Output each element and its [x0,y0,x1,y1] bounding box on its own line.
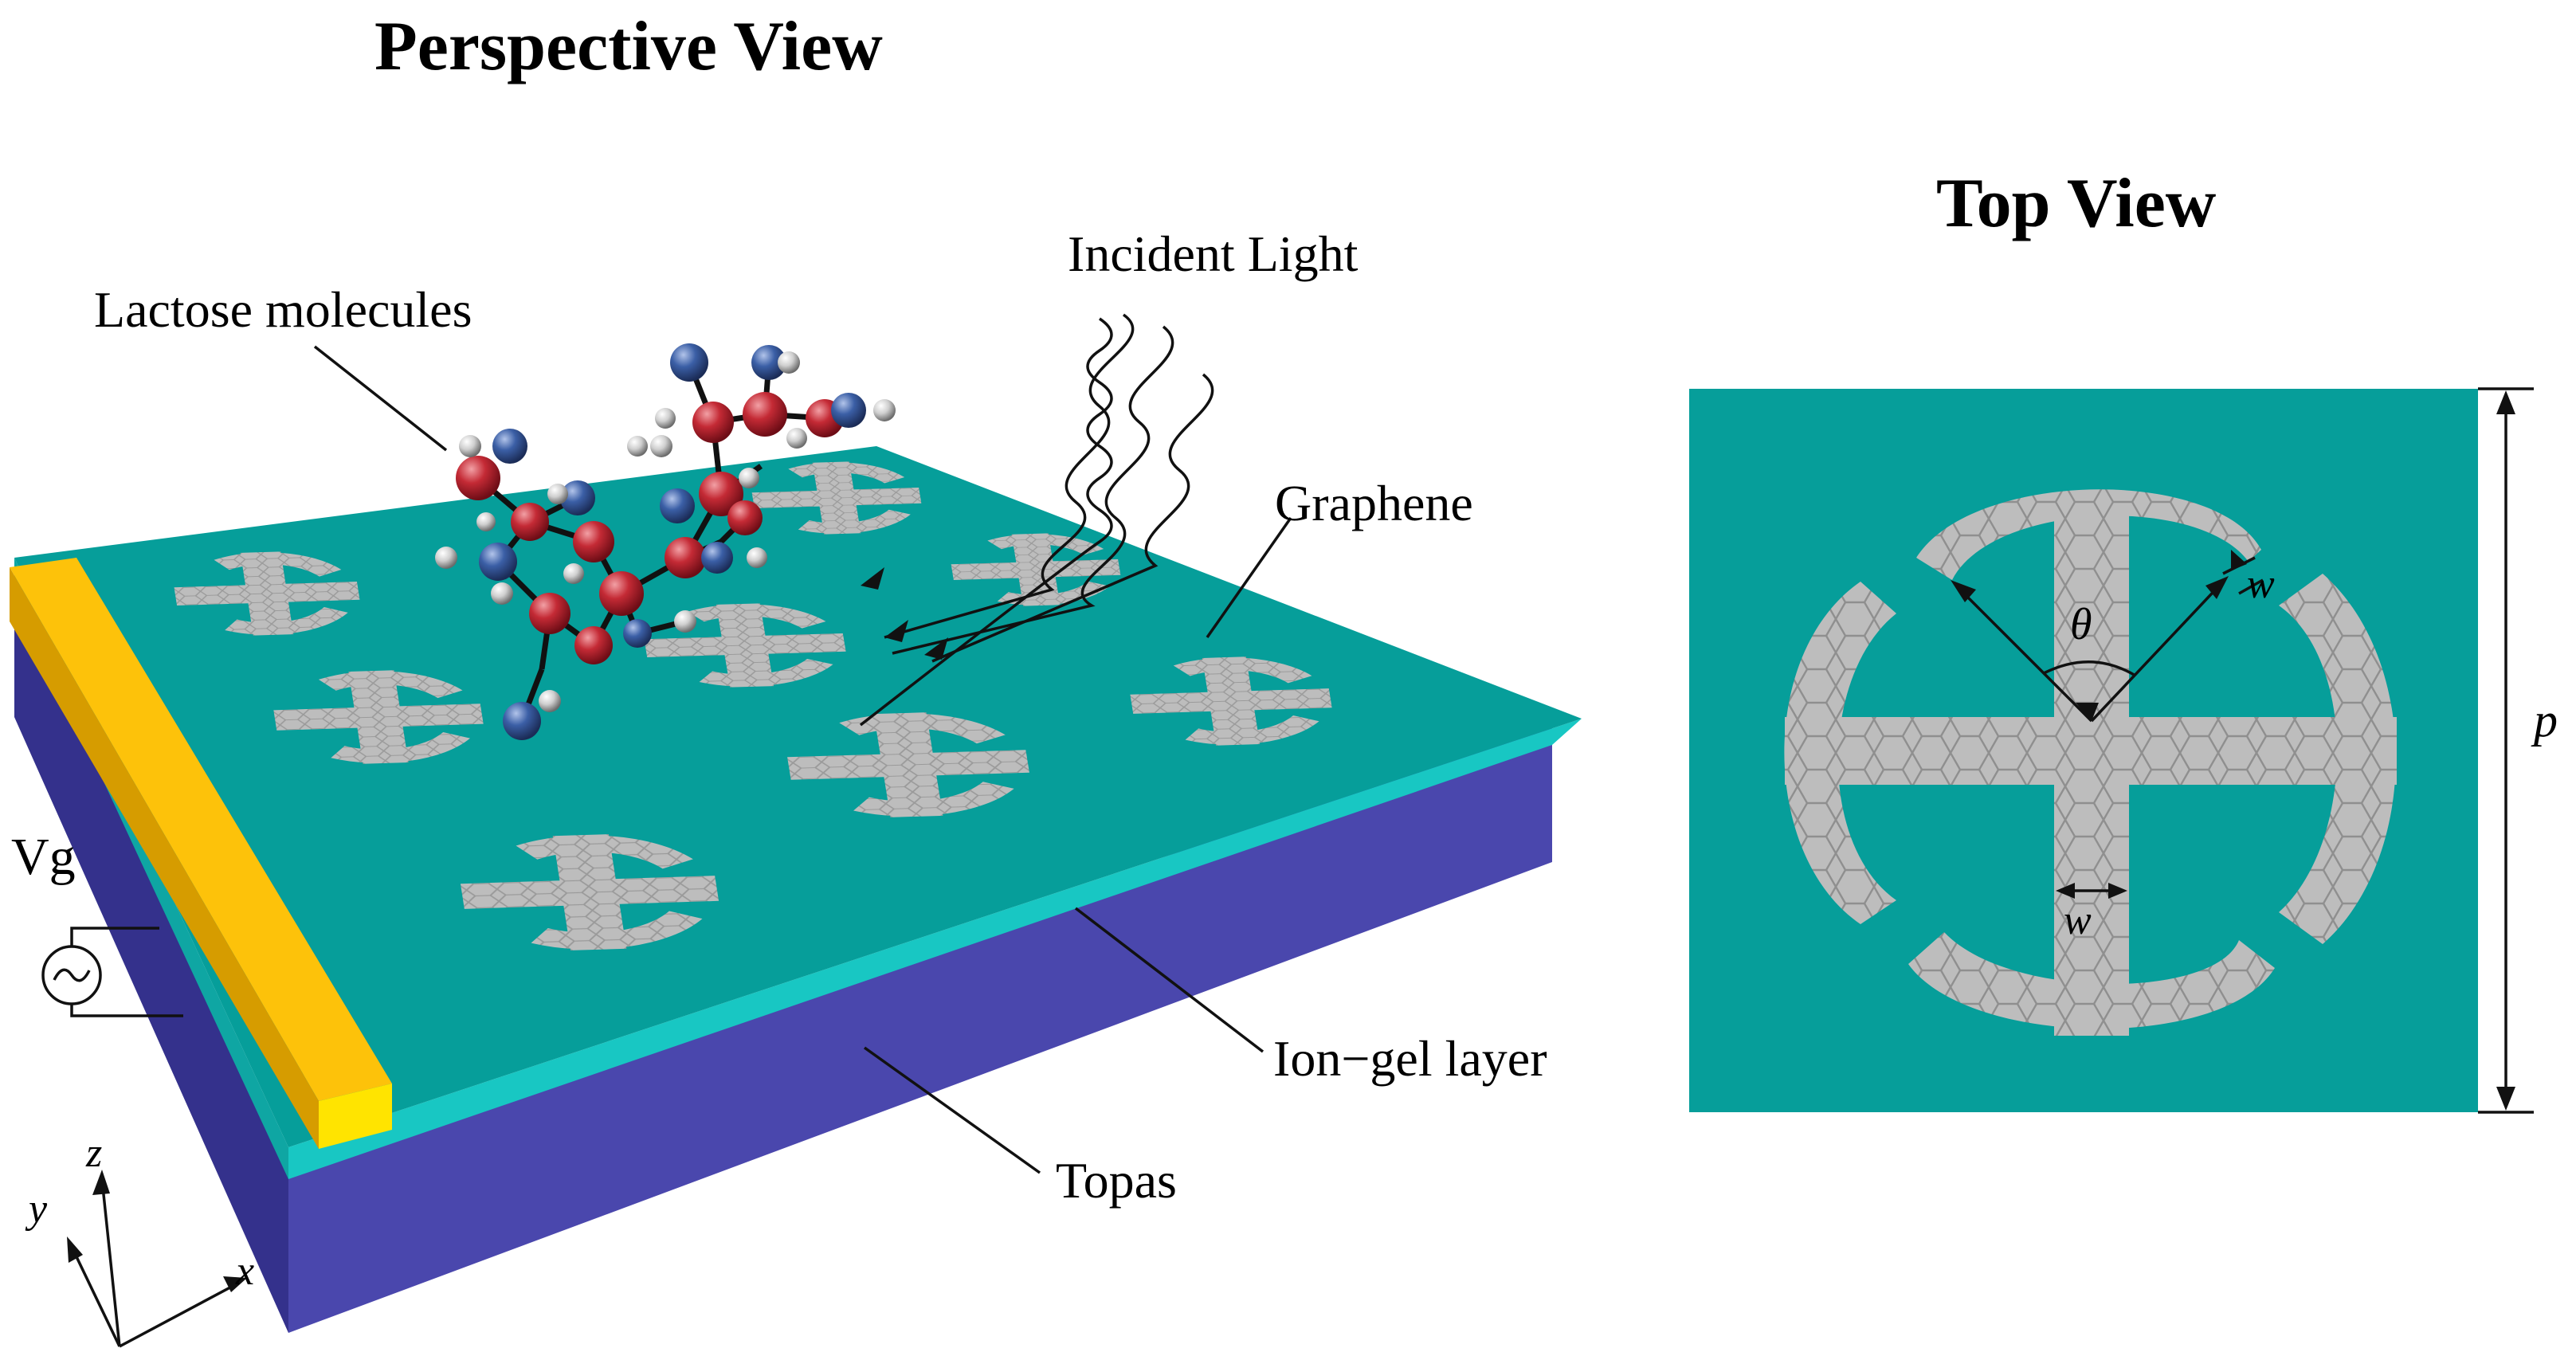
top-view-resonator [1784,489,2397,1036]
axis-y-label: y [29,1186,48,1232]
angle-theta-label: θ [2070,600,2092,649]
molecule-atoms [435,343,896,740]
axis-z-label: z [86,1131,103,1176]
leader-lines [313,345,1292,1174]
period-label: p [2534,694,2558,747]
lactose-label: Lactose molecules [94,281,472,338]
ion-gel-label: Ion−gel layer [1273,1030,1547,1087]
topas-label: Topas [1056,1152,1177,1209]
ion-gel-layer [14,446,1582,1179]
topas-substrate [14,569,1552,1333]
ring-width-label: w [2247,562,2275,607]
ac-source-icon [41,945,102,1005]
top-view-arrowheads [1951,390,2515,1111]
top-view-title: Top View [1936,165,2217,242]
light-arrowheads [861,567,948,660]
axis-arrowheads [67,1170,247,1292]
incident-light-waves [859,313,1214,727]
gate-voltage-label: Vg [11,828,76,886]
perspective-view-title: Perspective View [374,8,883,85]
gold-electrode [10,558,392,1149]
incident-light-label: Incident Light [1068,225,1359,282]
arm-width-label: w [2064,898,2092,943]
coordinate-axes [70,1178,240,1348]
axis-x-label: x [236,1248,255,1294]
graphene-label: Graphene [1275,475,1473,531]
voltage-source-circuit [70,927,183,1017]
